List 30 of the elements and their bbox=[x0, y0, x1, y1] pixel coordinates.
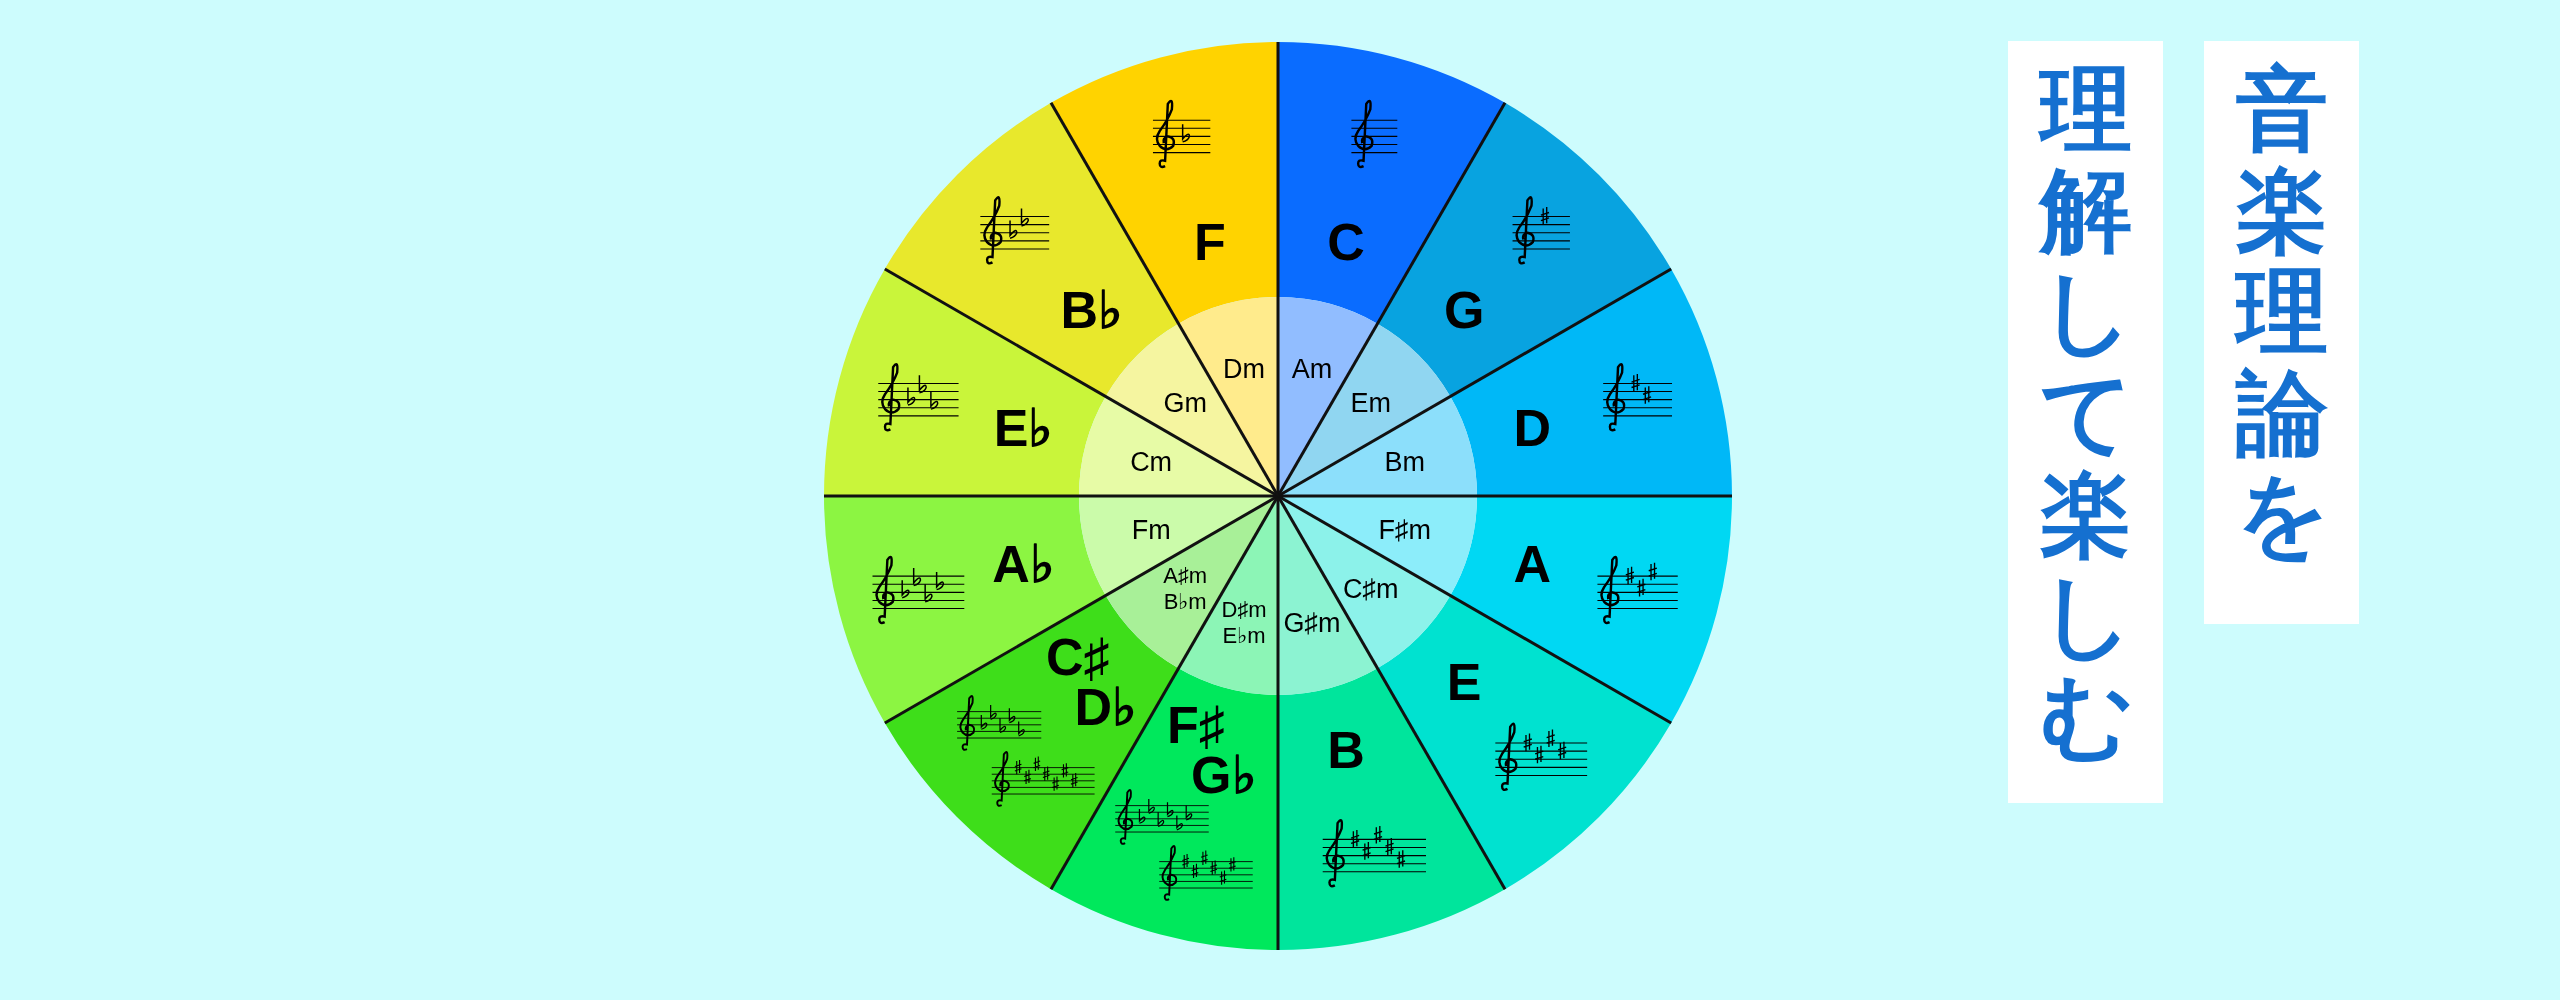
major-key-name: C bbox=[1327, 215, 1365, 268]
minor-key-name: E♭m bbox=[1222, 624, 1266, 647]
major-key-name: F♯ bbox=[1166, 699, 1225, 752]
major-key-name: B♭ bbox=[1060, 283, 1124, 336]
major-key-name: G bbox=[1443, 283, 1485, 336]
minor-key-name: F♯m bbox=[1378, 516, 1432, 544]
minor-key-name: Am bbox=[1291, 355, 1333, 383]
major-key-name: F bbox=[1193, 215, 1226, 268]
major-key-name: A bbox=[1513, 538, 1552, 591]
vertical-title-text: 音楽理論を bbox=[2235, 59, 2328, 565]
vertical-title-text: 理解して楽しむ bbox=[2039, 59, 2132, 768]
major-key-name: A♭ bbox=[992, 538, 1055, 591]
minor-key-name: D♯m bbox=[1221, 598, 1267, 621]
major-key-name: G♭ bbox=[1191, 749, 1257, 802]
minor-key-name: Dm bbox=[1223, 355, 1265, 383]
major-key-name: D♭ bbox=[1074, 681, 1138, 734]
minor-key-name: G♯m bbox=[1283, 609, 1341, 637]
minor-key-name: Gm bbox=[1163, 389, 1207, 417]
minor-key-name: Fm bbox=[1131, 516, 1171, 544]
major-key-name: D bbox=[1513, 401, 1552, 454]
minor-key-name: B♭m bbox=[1163, 590, 1207, 613]
minor-key-name: C♯m bbox=[1343, 575, 1399, 603]
major-key-name: C♯ bbox=[1046, 631, 1110, 684]
major-key-name: E bbox=[1446, 656, 1482, 709]
major-key-name: E♭ bbox=[993, 401, 1054, 454]
minor-key-name: Em bbox=[1350, 389, 1392, 417]
minor-key-name: Cm bbox=[1130, 448, 1173, 476]
minor-key-name: A♯m bbox=[1163, 564, 1208, 587]
major-key-name: B bbox=[1327, 724, 1365, 777]
minor-key-name: Bm bbox=[1384, 448, 1426, 476]
